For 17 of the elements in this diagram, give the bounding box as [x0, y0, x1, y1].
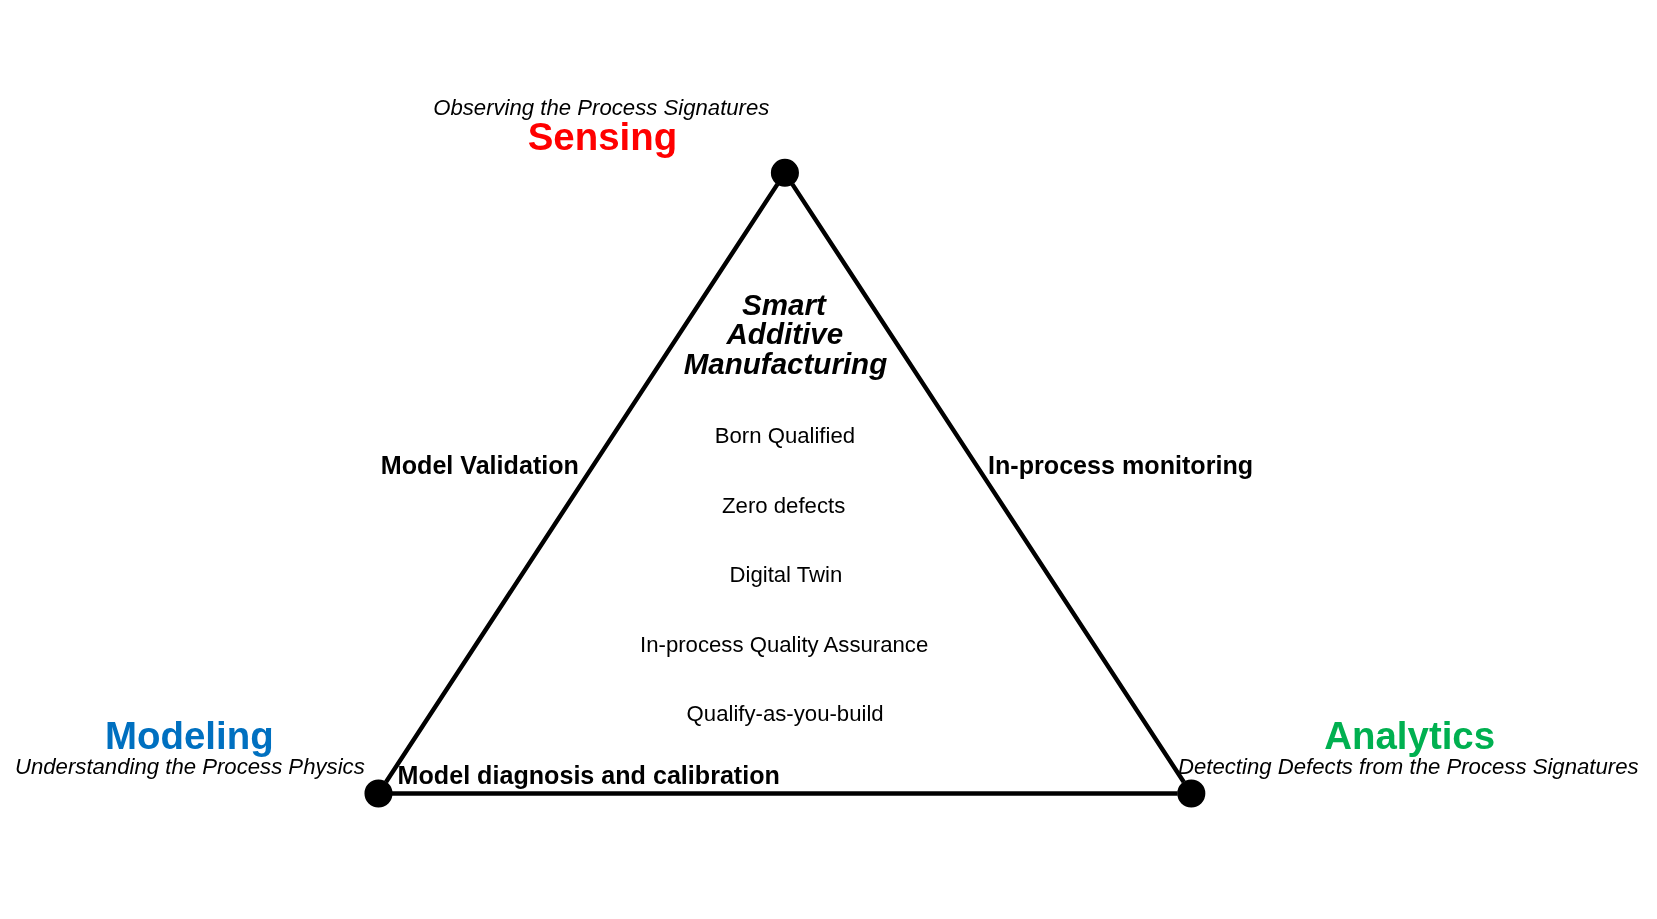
node-label: Modeling — [105, 713, 274, 757]
label: Qualify-as-you-build — [686, 701, 884, 727]
node-circle — [364, 779, 393, 808]
edge-label: Model Validation — [380, 450, 579, 479]
connector — [790, 182, 1186, 784]
connector — [384, 182, 780, 784]
edge-label: In-process monitoring — [988, 450, 1254, 479]
node-circle — [770, 158, 799, 187]
label: Digital Twin — [729, 562, 843, 588]
label: Zero defects — [722, 492, 846, 518]
edge-label: Model diagnosis and calibration — [397, 761, 780, 790]
node-circle — [1177, 779, 1206, 808]
connector — [392, 791, 1178, 796]
node-label: Analytics — [1324, 713, 1496, 757]
label: In-process Quality Assurance — [640, 631, 929, 657]
label: Born Qualified — [714, 423, 856, 449]
label: Smart Additive Manufacturing — [683, 287, 888, 380]
